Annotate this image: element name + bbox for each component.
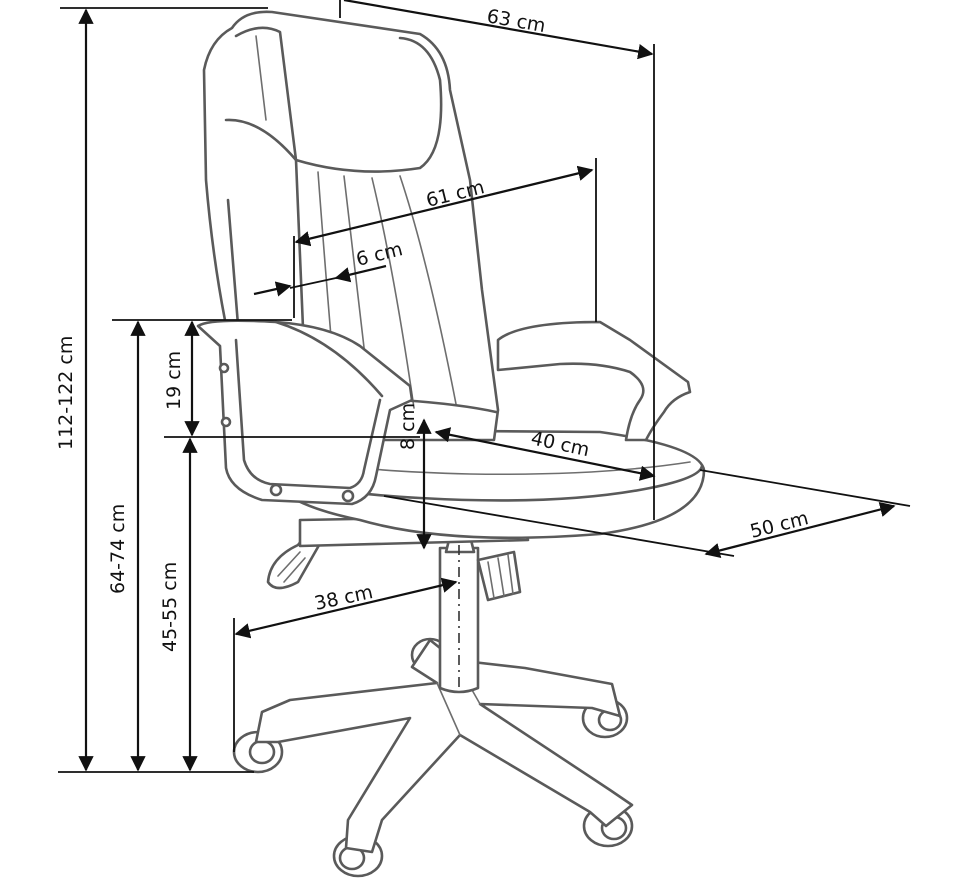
right-armrest	[496, 320, 692, 442]
label-width-top: 63 cm	[485, 5, 547, 37]
dim-width-top	[343, 0, 654, 60]
star-base	[254, 638, 634, 854]
label-seat-height: 45-55 cm	[159, 562, 181, 652]
label-total-height: 112-122 cm	[55, 336, 77, 450]
label-armrest-height: 19 cm	[163, 351, 185, 410]
label-base-radius: 38 cm	[312, 581, 374, 615]
dimension-lines	[58, 0, 911, 773]
label-armrest-floor-height: 64-74 cm	[107, 504, 129, 594]
dim-lumbar	[253, 281, 292, 297]
dim-base-radius	[234, 577, 458, 639]
label-seat-thickness: 8 cm	[397, 403, 419, 450]
left-armrest	[196, 319, 414, 506]
chair-drawing	[196, 10, 706, 878]
dim-seat-width	[704, 501, 896, 559]
tension-knob	[476, 550, 522, 602]
label-seat-width: 50 cm	[748, 507, 811, 543]
dim-backrest-width	[294, 165, 594, 247]
dim-seat-depth	[434, 427, 656, 481]
